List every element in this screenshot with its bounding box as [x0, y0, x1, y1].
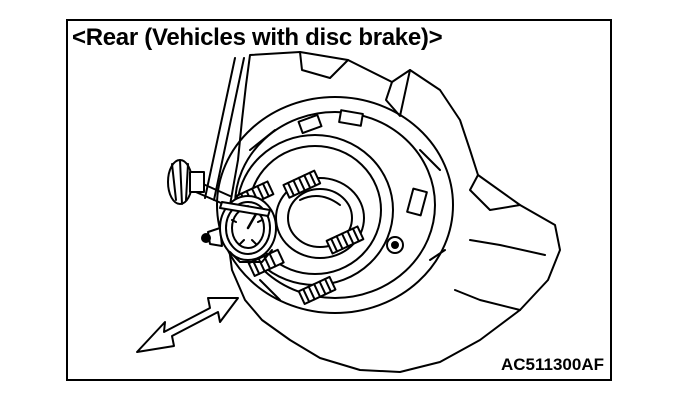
- figure-title: <Rear (Vehicles with disc brake)>: [72, 24, 443, 51]
- indicator-knob: [167, 159, 205, 205]
- movement-arrow: [136, 297, 239, 353]
- indicator-stand-rod: [204, 57, 245, 201]
- dial-indicator: [201, 195, 277, 263]
- wheel-studs: [235, 169, 365, 305]
- figure-code: AC511300AF: [500, 355, 604, 374]
- drum-ring: [216, 96, 454, 314]
